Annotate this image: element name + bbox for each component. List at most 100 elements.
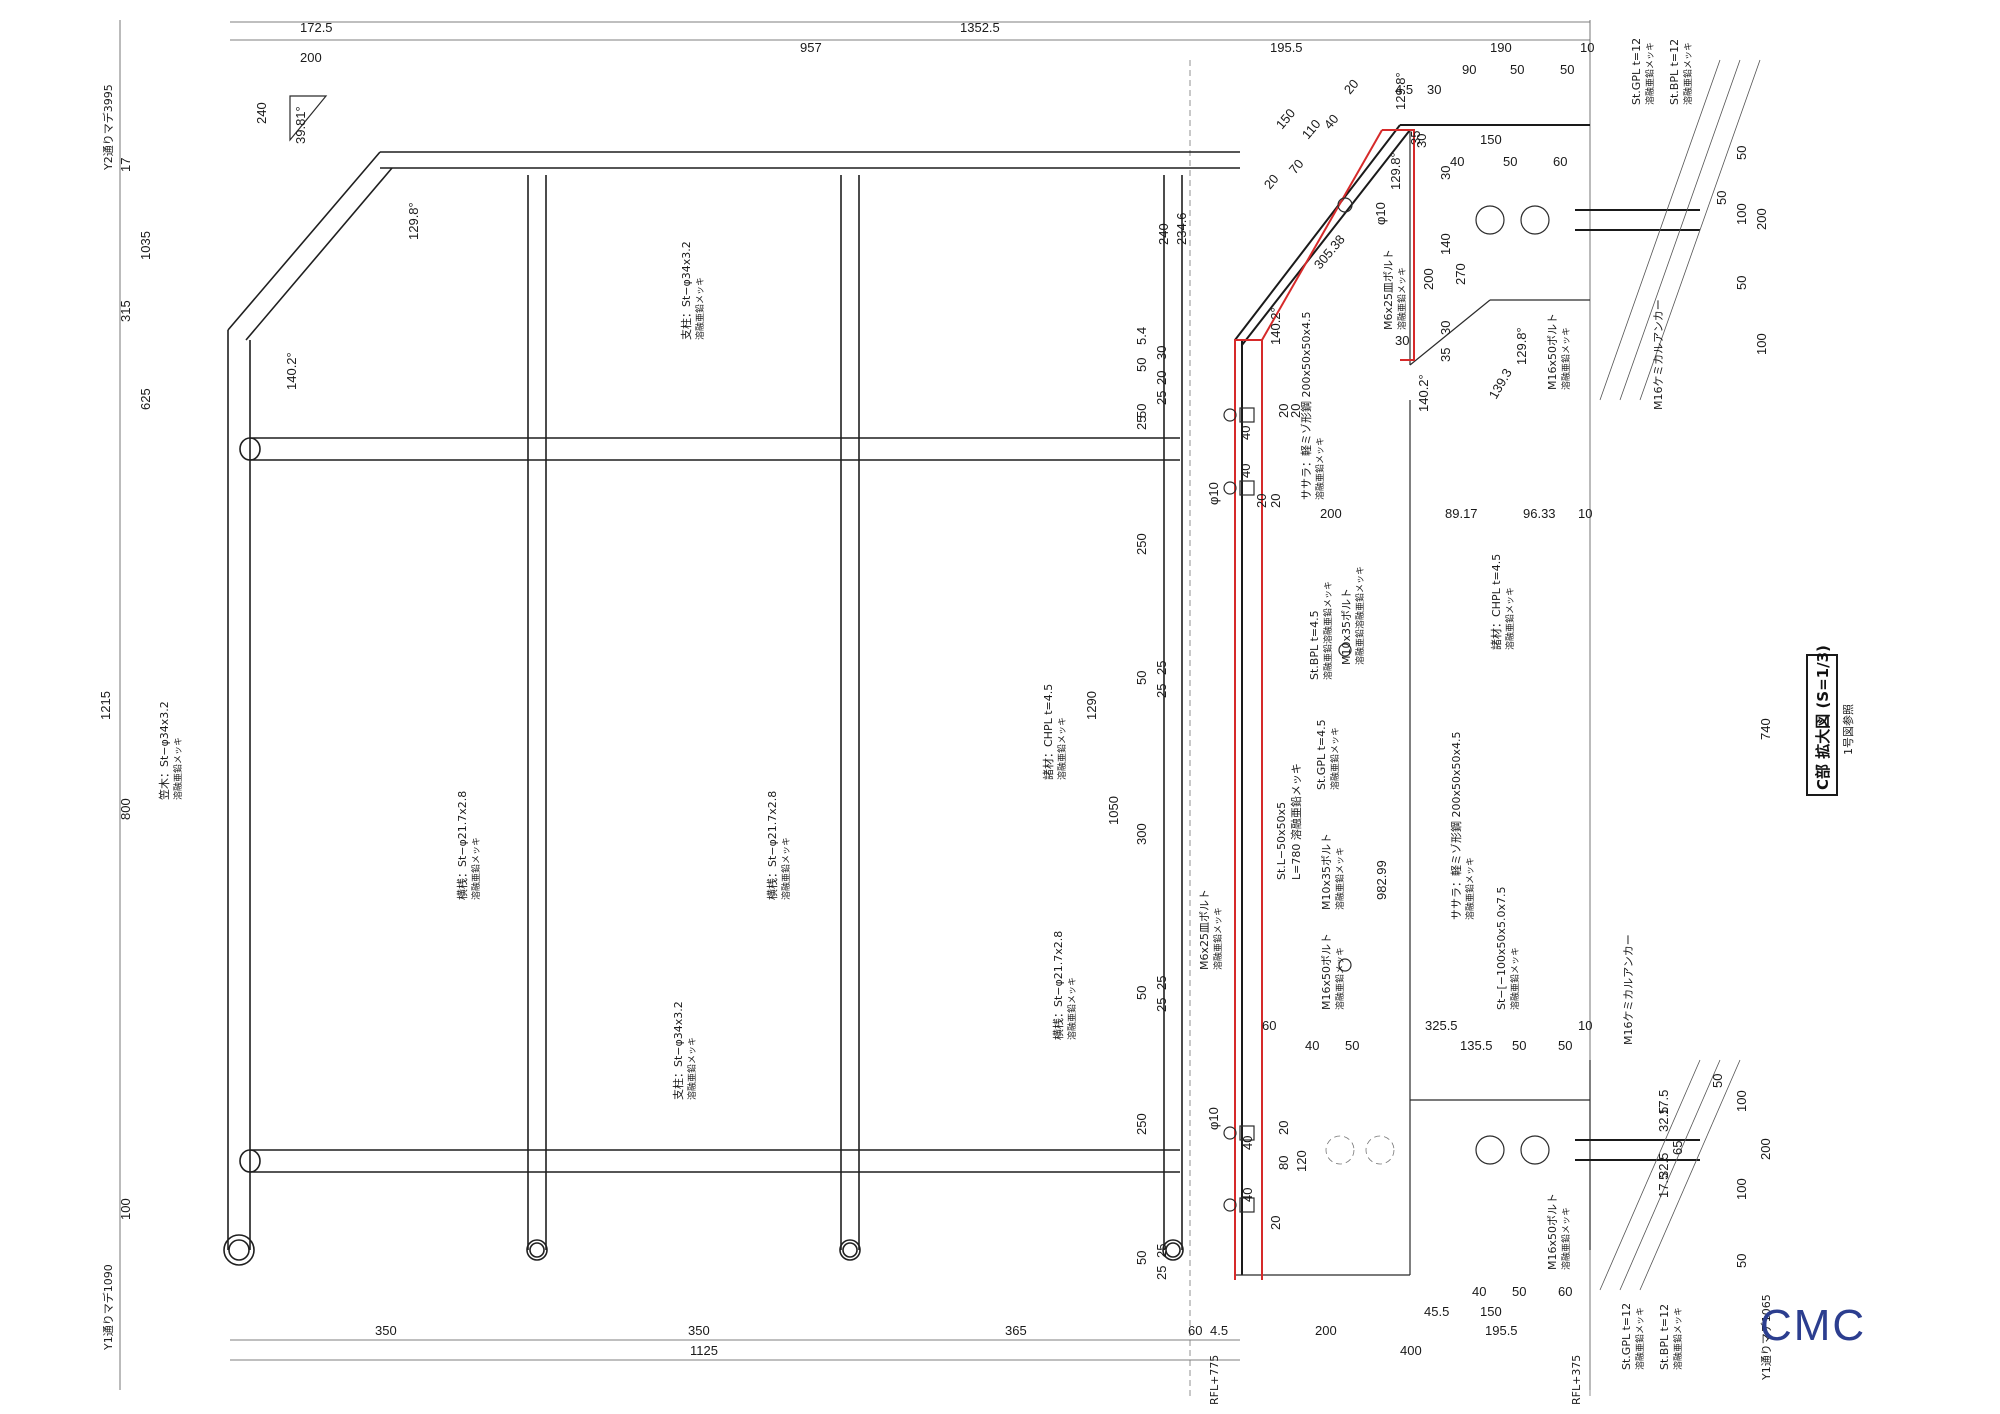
svg-text:M16ケミカルアンカー: M16ケミカルアンカー <box>1622 934 1635 1045</box>
bolts <box>1223 197 1700 1213</box>
dim-bolt-bot-4: 80 <box>1276 1156 1291 1170</box>
note-sagara-bot: ササラ：軽ミゾ形鋼 200x50x50x4.5 溶融亜鉛メッキ <box>1449 731 1476 920</box>
dim-col-6: 20 <box>1154 371 1169 385</box>
svg-text:溶融亜鉛メッキ: 溶融亜鉛メッキ <box>694 277 706 340</box>
dim-rt-9: 270 <box>1453 263 1468 285</box>
dim-rt-19: 50 <box>1734 276 1749 290</box>
dim-top-4: 195.5 <box>1270 40 1303 55</box>
dim-rb-5: 50 <box>1345 1038 1359 1053</box>
dim-bottom-1: 350 <box>375 1323 397 1338</box>
dim-col-7: 25 <box>1154 391 1169 405</box>
dim-bolt-bot-6: 20 <box>1268 1216 1283 1230</box>
dim-top-2: 1352.5 <box>960 20 1000 35</box>
svg-text:溶融亜鉛メッキ: 溶融亜鉛メッキ <box>1396 267 1408 330</box>
dim-bolt-top-8: 200 <box>1320 506 1342 521</box>
rfl-775-label: RFL+775 <box>1208 1355 1221 1405</box>
dim-rt-7: 140 <box>1438 233 1453 255</box>
annotation-notes: 支柱：St−φ34x3.2 溶融亜鉛メッキ 笠木：St−φ34x3.2 溶融亜鉛… <box>157 38 1694 1370</box>
dim-top-11: 50 <box>1560 62 1574 77</box>
svg-text:M10x35ボルト: M10x35ボルト <box>1340 588 1353 665</box>
note-chpl-right: 諸材：CHPL t=4.5 溶融亜鉛メッキ <box>1489 554 1516 650</box>
dim-rt-12: 30 <box>1414 134 1429 148</box>
dim-col-15: 1050 <box>1106 796 1121 825</box>
frame-lines <box>119 20 1591 1400</box>
company-logo: CMC <box>1760 1301 1864 1350</box>
y1-left-label: Y1通りマデ1090 <box>101 1264 115 1351</box>
dim-bolt-top-4: 20 <box>1268 494 1283 508</box>
dim-rb-2: 325.5 <box>1425 1018 1458 1033</box>
angle-label-7: 129.8° <box>1388 152 1403 190</box>
svg-text:溶融亜鉛メッキ: 溶融亜鉛メッキ <box>1329 727 1341 790</box>
note-gpl-bot: St.GPL t=12 溶融亜鉛メッキ <box>1620 1303 1646 1370</box>
dim-rm-4: 982.99 <box>1374 860 1389 900</box>
dim-rt-11: 35 <box>1438 348 1453 362</box>
rfl-375-label: RFL+375 <box>1570 1355 1583 1405</box>
dim-col-17: 50 <box>1134 986 1149 1000</box>
dim-tri-2: 240 <box>254 102 269 124</box>
dim-top-6: 10 <box>1580 40 1594 55</box>
svg-text:M16ケミカルアンカー: M16ケミカルアンカー <box>1652 299 1665 410</box>
dim-rt-10: 30 <box>1438 321 1453 335</box>
dim-bracket-6: 20 <box>1261 171 1282 192</box>
dim-rt-14: 139.3 <box>1486 366 1515 402</box>
dim-bolt-top-2: 40 <box>1238 426 1253 440</box>
note-gpl-top: St.GPL t=12 溶融亜鉛メッキ <box>1630 38 1656 105</box>
note-anchor-top: M16ケミカルアンカー <box>1652 299 1665 410</box>
dim-top-3: 957 <box>800 40 822 55</box>
dim-bracket-5: 20 <box>1341 76 1362 97</box>
dim-bottom-9: 400 <box>1400 1343 1422 1358</box>
concrete-hatch <box>1599 59 1761 1291</box>
svg-text:溶融亜鉛メッキ: 溶融亜鉛メッキ <box>1682 42 1694 105</box>
svg-text:溶融亜鉛メッキ: 溶融亜鉛メッキ <box>172 737 184 800</box>
dim-left-3: 315 <box>118 300 133 322</box>
dim-rb-4: 40 <box>1305 1038 1319 1053</box>
dim-top-1: 172.5 <box>300 20 333 35</box>
svg-text:溶融亜鉛メッキ: 溶融亜鉛メッキ <box>1672 1307 1684 1370</box>
note-post-bottom: 支柱：St−φ34x3.2 溶融亜鉛メッキ <box>671 1001 698 1100</box>
dim-col-22: 25 <box>1154 1244 1169 1258</box>
svg-text:支柱：St−φ34x3.2: 支柱：St−φ34x3.2 <box>671 1001 685 1100</box>
svg-text:溶融亜鉛メッキ: 溶融亜鉛メッキ <box>1066 977 1078 1040</box>
dim-rt-5: 30 <box>1438 166 1453 180</box>
note-angle: St.L−50x50x5 L=780 溶融亜鉛メッキ <box>1275 763 1303 880</box>
svg-text:ササラ：軽ミゾ形鋼 200x50x50x4.5: ササラ：軽ミゾ形鋼 200x50x50x4.5 <box>1449 731 1463 920</box>
stringer-profile <box>1234 124 1591 1276</box>
railing-pipes <box>223 151 1240 1266</box>
dim-rb-20: 50 <box>1512 1284 1526 1299</box>
dim-rb-9: 17.5 <box>1656 1090 1671 1115</box>
dim-top-8: 30 <box>1427 82 1441 97</box>
svg-text:ササラ：軽ミゾ形鋼 200x50x50x4.5: ササラ：軽ミゾ形鋼 200x50x50x4.5 <box>1299 311 1313 500</box>
dim-left-6: 800 <box>118 798 133 820</box>
dim-rb-16: 200 <box>1758 1138 1773 1160</box>
svg-text:溶融亜鉛メッキ: 溶融亜鉛メッキ <box>686 1037 698 1100</box>
dim-rt-3: 50 <box>1503 154 1517 169</box>
angle-label-2: 140.2° <box>284 352 299 390</box>
dim-rb-14: 50 <box>1710 1074 1725 1088</box>
svg-text:M16x50ボルト: M16x50ボルト <box>1546 1193 1559 1270</box>
svg-text:諸材：CHPL t=4.5: 諸材：CHPL t=4.5 <box>1489 554 1503 650</box>
dim-bolt-bot-3: 120 <box>1294 1150 1309 1172</box>
svg-text:M16x50ボルト: M16x50ボルト <box>1320 933 1333 1010</box>
svg-text:溶融亜鉛メッキ: 溶融亜鉛メッキ <box>1560 327 1572 390</box>
dim-col-14: 1290 <box>1084 691 1099 720</box>
svg-text:M10x35ボルト: M10x35ボルト <box>1320 833 1333 910</box>
dim-left-2: 1035 <box>138 231 153 260</box>
y1-right-label: Y1通りマデ1065 <box>1759 1294 1773 1381</box>
svg-text:横桟：St−φ21.7x2.8: 横桟：St−φ21.7x2.8 <box>765 791 779 900</box>
svg-text:溶融亜鉛メッキ: 溶融亜鉛メッキ <box>470 837 482 900</box>
note-sagara-top: ササラ：軽ミゾ形鋼 200x50x50x4.5 溶融亜鉛メッキ <box>1299 311 1326 500</box>
angle-label-5: 140.2° <box>1416 374 1431 412</box>
dim-rb-19: 40 <box>1472 1284 1486 1299</box>
svg-text:溶融亜鉛溶融亜鉛メッキ: 溶融亜鉛溶融亜鉛メッキ <box>1322 581 1334 680</box>
svg-text:St.GPL t=4.5: St.GPL t=4.5 <box>1315 719 1328 790</box>
dim-left-5: 1215 <box>98 691 113 720</box>
dim-col-19: 25 <box>1154 998 1169 1012</box>
svg-text:溶融亜鉛メッキ: 溶融亜鉛メッキ <box>1212 907 1224 970</box>
dim-bracket-7: 305.38 <box>1311 232 1348 272</box>
dim-col-3: 5.4 <box>1134 327 1149 345</box>
dim-col-13: 25 <box>1154 684 1169 698</box>
dim-top-5: 190 <box>1490 40 1512 55</box>
dim-rb-6: 135.5 <box>1460 1038 1493 1053</box>
note-gpl-mid: St.GPL t=4.5 溶融亜鉛メッキ <box>1315 719 1341 790</box>
